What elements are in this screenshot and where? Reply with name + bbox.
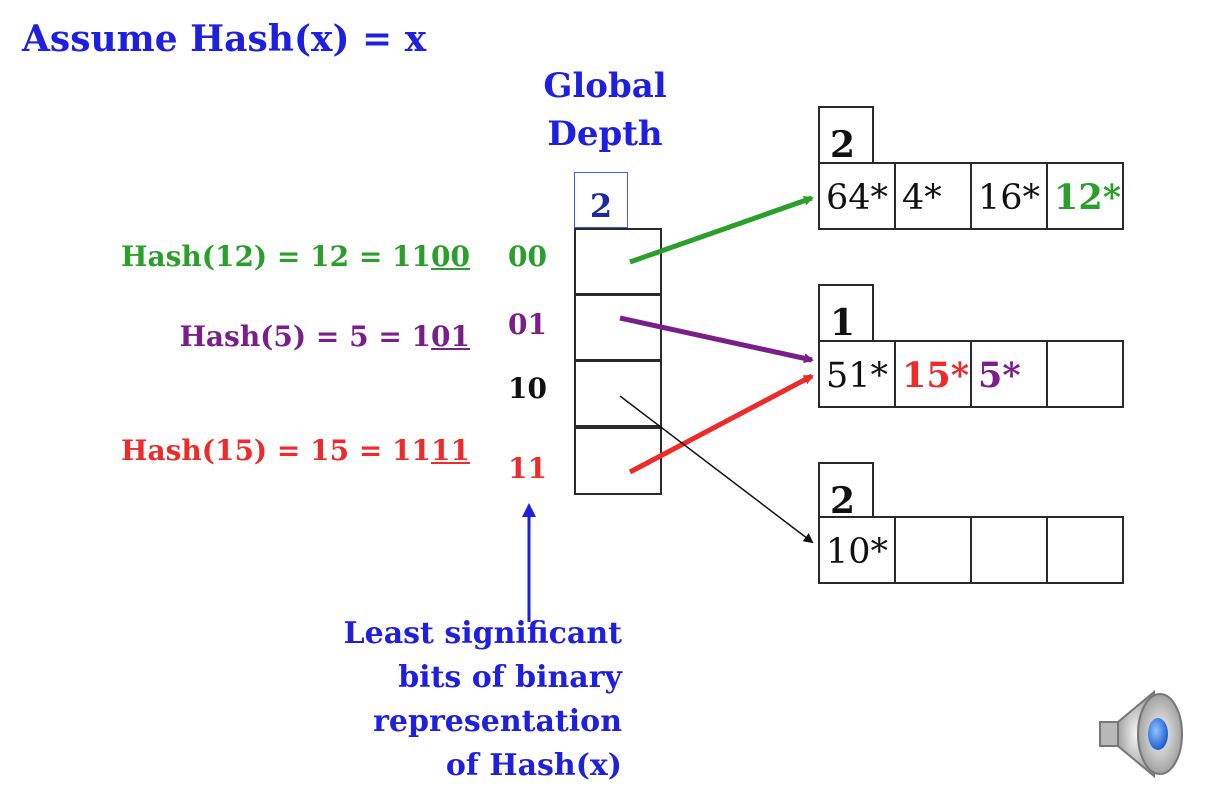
hash-line-15-suffix: 11 <box>431 434 470 467</box>
hash-line-15-prefix: Hash(15) = 15 = 11 <box>121 434 432 467</box>
note-line-4: of Hash(x) <box>445 748 622 783</box>
bucket-b-slot-4 <box>1046 340 1124 408</box>
bucket-b-slot-3: 5* <box>970 340 1048 408</box>
note-line-1: Least significant <box>343 616 622 651</box>
global-depth-label-line1: Global <box>543 66 667 106</box>
hash-line-5: Hash(5) = 5 = 101 <box>179 320 470 353</box>
directory-bits-11: 11 <box>508 452 547 485</box>
directory-bits-10: 10 <box>508 372 547 405</box>
hash-line-12: Hash(12) = 12 = 1100 <box>121 240 470 273</box>
slide-title: Assume Hash(x) = x <box>22 18 427 60</box>
arrow-00-to-bucket-a <box>629 195 814 265</box>
directory-cell-10 <box>574 360 662 427</box>
bucket-c-local-depth: 2 <box>818 462 874 522</box>
global-depth-value: 2 <box>574 172 628 228</box>
bucket-a-slot-4: 12* <box>1046 162 1124 230</box>
global-depth-label-line2: Depth <box>547 114 663 154</box>
bucket-c: 10* <box>818 516 1124 584</box>
hash-line-12-prefix: Hash(12) = 12 = 11 <box>121 240 432 273</box>
note-line-3: representation <box>373 704 622 739</box>
note-line-2: bits of binary <box>398 660 622 695</box>
bucket-c-slot-1: 10* <box>818 516 896 584</box>
speaker-icon[interactable] <box>1096 684 1196 784</box>
arrow-10-to-bucket-c <box>619 395 814 544</box>
directory-bits-01: 01 <box>508 308 547 341</box>
arrow-11-to-bucket-b <box>628 373 814 475</box>
hash-line-5-prefix: Hash(5) = 5 = 1 <box>179 320 432 353</box>
directory-bits-00: 00 <box>508 240 547 273</box>
bucket-b-slot-2: 15* <box>894 340 972 408</box>
directory-cell-00 <box>574 228 662 295</box>
bucket-a-slot-2: 4* <box>894 162 972 230</box>
bucket-c-slot-4 <box>1046 516 1124 584</box>
hash-line-12-suffix: 00 <box>431 240 470 273</box>
bucket-a-slot-3: 16* <box>970 162 1048 230</box>
arrow-01-to-bucket-b <box>619 315 814 364</box>
bucket-a: 64* 4* 16* 12* <box>818 162 1124 230</box>
bucket-b-slot-1: 51* <box>818 340 896 408</box>
bucket-c-slot-3 <box>970 516 1048 584</box>
bucket-b-local-depth: 1 <box>818 284 874 344</box>
hash-line-15: Hash(15) = 15 = 1111 <box>121 434 470 467</box>
bucket-b: 51* 15* 5* <box>818 340 1124 408</box>
note-text: Least significant bits of binary represe… <box>344 612 622 788</box>
hash-line-5-suffix: 01 <box>431 320 470 353</box>
